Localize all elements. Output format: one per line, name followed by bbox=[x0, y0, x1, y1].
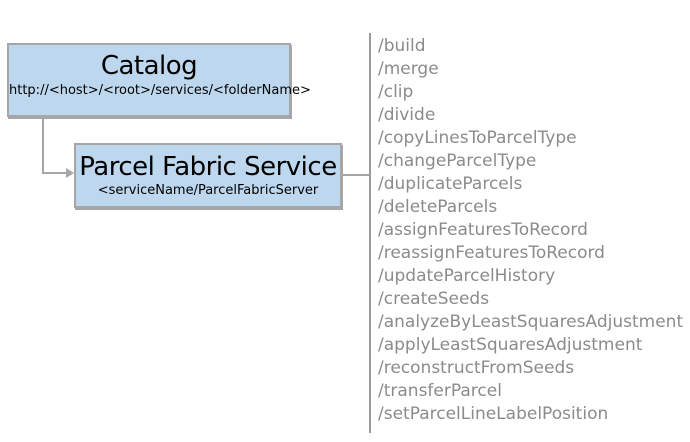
connector-catalog-vertical bbox=[42, 117, 44, 174]
service-title: Parcel Fabric Service bbox=[79, 152, 337, 182]
operation-item: /copyLinesToParcelType bbox=[378, 128, 577, 148]
operation-item: /analyzeByLeastSquaresAdjustment bbox=[378, 312, 684, 332]
operation-item: /reassignFeaturesToRecord bbox=[378, 243, 605, 263]
operation-item: /deleteParcels bbox=[378, 197, 498, 217]
catalog-node: Catalog http://<host>/<root>/services/<f… bbox=[7, 43, 311, 117]
operation-item: /assignFeaturesToRecord bbox=[378, 220, 588, 240]
catalog-url-pattern: http://<host>/<root>/services/<folderNam… bbox=[9, 83, 311, 98]
operation-item: /transferParcel bbox=[378, 381, 502, 401]
operation-item: /merge bbox=[378, 59, 439, 79]
operation-item: /applyLeastSquaresAdjustment bbox=[378, 335, 643, 355]
arrowhead-right-icon bbox=[66, 168, 74, 178]
operations-divider-line bbox=[369, 33, 371, 433]
service-url-pattern: <serviceName/ParcelFabricServer bbox=[97, 183, 319, 198]
operation-item: /setParcelLineLabelPosition bbox=[378, 404, 609, 424]
connector-service-to-list bbox=[342, 174, 370, 176]
operation-item: /reconstructFromSeeds bbox=[378, 358, 575, 378]
connector-catalog-horizontal bbox=[42, 172, 67, 174]
operation-item: /duplicateParcels bbox=[378, 174, 523, 194]
operations-list: /build/merge/clip/divide/copyLinesToParc… bbox=[378, 35, 688, 426]
operation-item: /updateParcelHistory bbox=[378, 266, 556, 286]
catalog-title: Catalog bbox=[100, 51, 198, 81]
parcel-fabric-service-node: Parcel Fabric Service <serviceName/Parce… bbox=[74, 143, 342, 208]
operation-item: /clip bbox=[378, 82, 414, 102]
operation-item: /build bbox=[378, 36, 426, 56]
operation-item: /createSeeds bbox=[378, 289, 490, 309]
operation-item: /divide bbox=[378, 105, 436, 125]
operation-item: /changeParcelType bbox=[378, 151, 537, 171]
